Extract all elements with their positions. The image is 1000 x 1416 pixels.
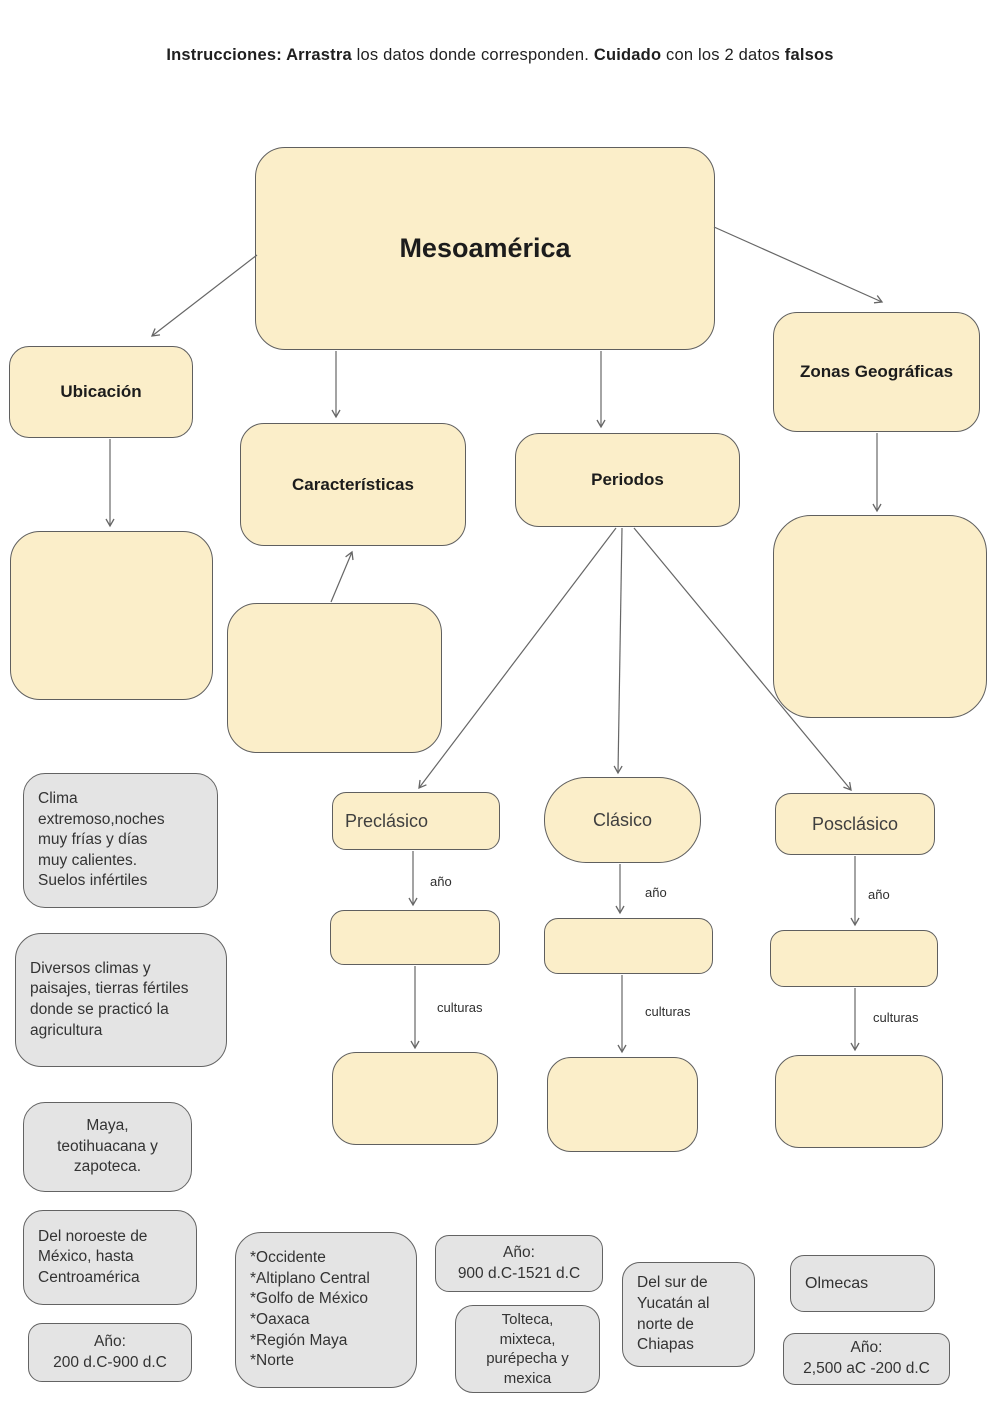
edge-label-ano-preclasico: año: [430, 874, 452, 889]
instructions-segment: Arrastra: [286, 46, 352, 64]
arrow-mesoamerica-zonas: [713, 226, 884, 304]
drop-slot-posclasico-ano[interactable]: [770, 930, 938, 987]
edge-label-ano-posclasico: año: [868, 887, 890, 902]
category-node-zonas-geograficas: Zonas Geográficas: [773, 312, 980, 432]
period-node-preclasico: Preclásico: [332, 792, 500, 850]
data-card-olmecas[interactable]: Olmecas: [790, 1255, 935, 1312]
instructions-segment: Cuidado: [593, 46, 662, 64]
edge-label-ano-clasico: año: [645, 885, 667, 900]
drop-slot-posclasico-culturas[interactable]: [775, 1055, 943, 1148]
drop-slot-caracteristicas[interactable]: [227, 603, 442, 753]
category-node-periodos: Periodos: [515, 433, 740, 527]
drop-slot-clasico-ano[interactable]: [544, 918, 713, 974]
topic-node-mesoamerica: Mesoamérica: [255, 147, 715, 350]
drop-slot-zonas-geograficas[interactable]: [773, 515, 987, 718]
edge-label-culturas-clasico: culturas: [645, 1004, 691, 1019]
period-node-posclasico: Posclásico: [775, 793, 935, 855]
data-card-del-noroeste[interactable]: Del noroeste de México, hasta Centroamér…: [23, 1210, 197, 1305]
drop-slot-ubicacion[interactable]: [10, 531, 213, 700]
drop-slot-clasico-culturas[interactable]: [547, 1057, 698, 1152]
data-card-diversos-climas[interactable]: Diversos climas y paisajes, tierras fért…: [15, 933, 227, 1067]
category-node-ubicacion: Ubicación: [9, 346, 193, 438]
category-node-caracteristicas: Características: [240, 423, 466, 546]
data-card-zonas-lista[interactable]: *Occidente *Altiplano Central *Golfo de …: [235, 1232, 417, 1388]
arrow-mesoamerica-ubicacion: [150, 254, 258, 337]
instructions-segment: con los 2 datos: [661, 46, 785, 64]
edge-label-culturas-preclasico: culturas: [437, 1000, 483, 1015]
instructions-segment: falsos: [784, 46, 834, 64]
data-card-ano-2500-200[interactable]: Año: 2,500 aC -200 d.C: [783, 1333, 950, 1385]
instructions-segment: los datos donde corresponden.: [351, 46, 594, 64]
arrow-slot-caracteristicas: [330, 550, 354, 603]
edge-label-culturas-posclasico: culturas: [873, 1010, 919, 1025]
arrow-periodos-preclasico: [418, 527, 617, 790]
arrow-periodos-clasico: [613, 527, 623, 775]
instructions-text: Instrucciones: Arrastra los datos donde …: [0, 46, 1000, 65]
data-card-clima-extremoso[interactable]: Clima extremoso,noches muy frías y días …: [23, 773, 218, 908]
data-card-ano-900-1521[interactable]: Año: 900 d.C-1521 d.C: [435, 1235, 603, 1292]
data-card-tolteca-mixteca[interactable]: Tolteca, mixteca, purépecha y mexica: [455, 1305, 600, 1393]
drop-slot-preclasico-ano[interactable]: [330, 910, 500, 965]
data-card-ano-200-900[interactable]: Año: 200 d.C-900 d.C: [28, 1323, 192, 1382]
data-card-del-sur-yucatan[interactable]: Del sur de Yucatán al norte de Chiapas: [622, 1262, 755, 1367]
drop-slot-preclasico-culturas[interactable]: [332, 1052, 498, 1145]
period-node-clasico: Clásico: [544, 777, 701, 863]
data-card-maya-teotihuacana[interactable]: Maya, teotihuacana y zapoteca.: [23, 1102, 192, 1192]
instructions-segment: Instrucciones:: [166, 46, 287, 64]
